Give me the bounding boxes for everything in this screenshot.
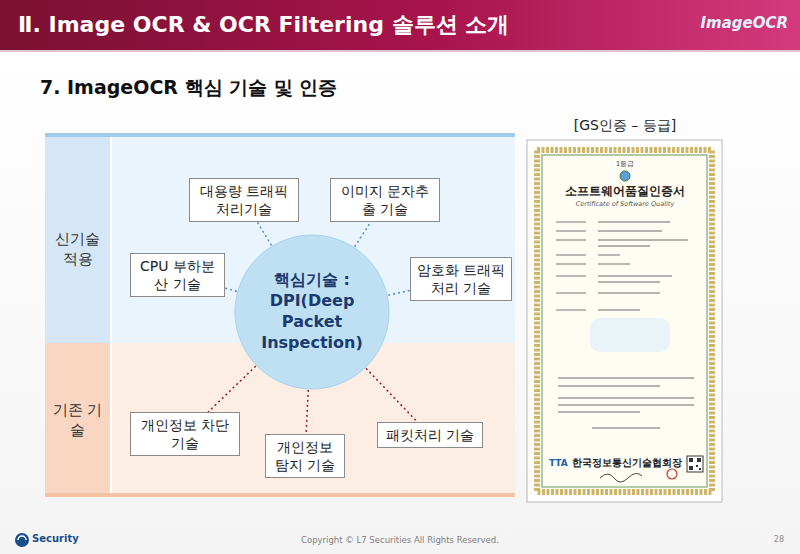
band-label: 신기술 적용 (47, 229, 108, 270)
box-label: 이미지 문자추출 기술 (336, 182, 434, 218)
certificate-fine-print (556, 222, 694, 428)
dotted-connector (225, 288, 237, 291)
cert-heading: [GS인증 – 등급] (574, 117, 677, 134)
box-label: 개인정보 탐지 기술 (271, 438, 339, 474)
qr-code (687, 456, 703, 472)
box-label: 패킷처리 기술 (386, 426, 474, 444)
core-circle: 핵심기술 : DPI(Deep Packet Inspection) (234, 234, 390, 390)
signature-stroke (600, 473, 642, 482)
dotted-connector (258, 222, 272, 245)
company-logo-icon (15, 533, 29, 547)
tech-box: 이미지 문자추출 기술 (330, 178, 440, 222)
tech-box: 패킷처리 기술 (377, 422, 483, 448)
box-label: 개인정보 차단 기술 (136, 416, 234, 452)
cert-title: 소프트웨어품질인증서 (565, 184, 685, 198)
header-bar (0, 0, 800, 50)
logo-text: ImageOCR (700, 14, 788, 32)
official-seal (667, 469, 677, 479)
tech-box: 개인정보 차단 기술 (130, 412, 240, 456)
dotted-connector (355, 222, 371, 246)
page-number: 28 (774, 535, 784, 545)
tech-box: 암호화 트래픽 처리 기술 (410, 257, 512, 301)
header-rule (0, 50, 800, 52)
tech-box: 대용량 트래픽 처리기술 (189, 178, 299, 222)
company-logo: Security (32, 533, 79, 545)
band-label: 기존 기술 (47, 400, 108, 441)
box-label: 암호화 트래픽 처리 기술 (416, 261, 506, 297)
box-label: CPU 부하분산 기술 (136, 257, 219, 293)
certificate-inner-border (542, 155, 707, 487)
cert-subtitle: Certificate of Software Quality (576, 201, 674, 209)
certificate-emblem (620, 171, 630, 181)
certificate-illustration (527, 140, 722, 502)
copyright-note: Copyright © L7 Securities All Rights Res… (301, 535, 499, 545)
tech-box: 개인정보 탐지 기술 (265, 434, 345, 478)
circle-fill (235, 235, 389, 389)
box-label: 대용량 트래픽 처리기술 (195, 182, 293, 218)
core-label: 핵심기술 : DPI(Deep Packet Inspection) (253, 270, 371, 353)
grade-text: 1등급 (616, 160, 634, 168)
section-heading: 7. ImageOCR 핵심 기술 및 인증 (40, 76, 337, 99)
tta-logo: TTA (549, 458, 568, 469)
tech-box: CPU 부하분산 기술 (130, 253, 225, 297)
certificate-frame (527, 140, 722, 502)
dotted-connector (306, 390, 308, 434)
issuer-name: 한국정보통신기술협회장 (572, 457, 682, 469)
dotted-connector (208, 366, 256, 412)
certificate-border (537, 150, 712, 492)
certificate-watermark (590, 318, 670, 352)
slide-title: Ⅱ. Image OCR & OCR Filtering 솔루션 소개 (18, 11, 509, 39)
dotted-connector (388, 290, 410, 295)
slide-ground (0, 50, 800, 554)
dotted-connector (366, 368, 417, 422)
